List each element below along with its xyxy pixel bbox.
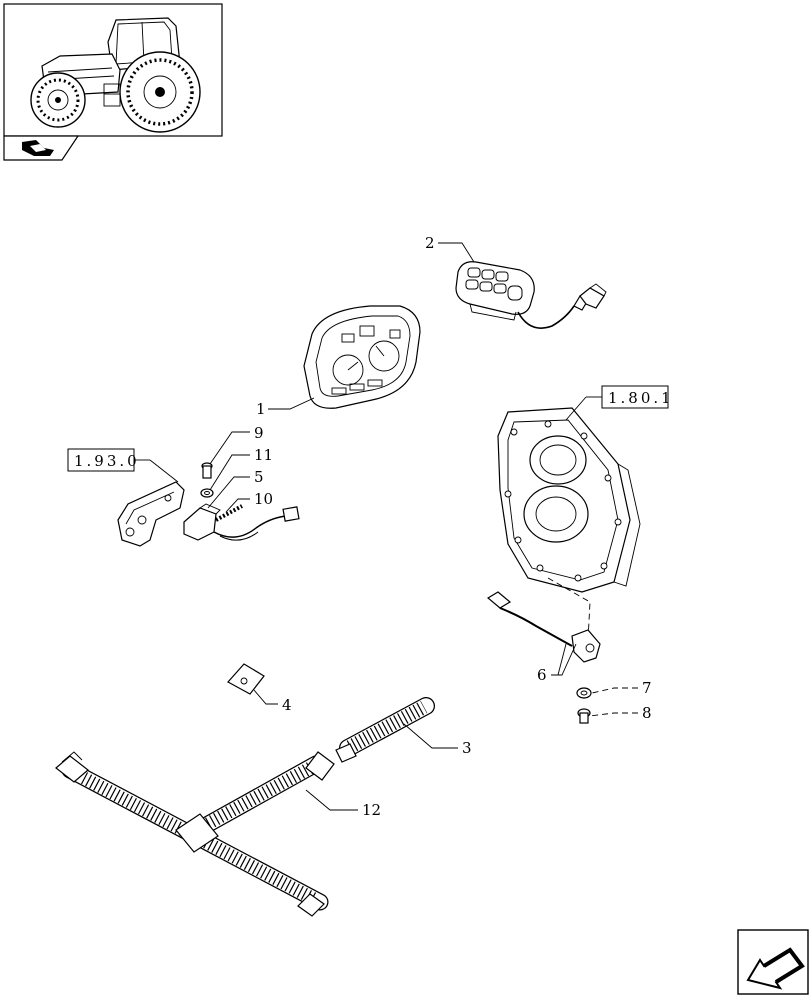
part-washer-11 [200,488,214,498]
callout-4: 4 [282,696,292,714]
book-icon [22,140,54,156]
callout-7: 7 [642,679,652,697]
section-tab[interactable] [3,135,80,161]
tractor-icon [30,17,201,133]
callout-1: 1 [256,400,266,418]
callout-2: 2 [425,234,435,252]
part-wiring-10 [213,506,300,541]
part-bolt-9 [201,462,213,479]
part-harness-12 [55,751,335,917]
part-instrument-cluster [303,305,421,409]
reference-box-1-80-1[interactable]: 1.80.1 [601,385,674,409]
arrow-icon [746,947,805,990]
part-washer-7 [576,687,592,699]
next-page-button[interactable] [737,929,809,995]
part-sensor-5 [183,503,243,541]
callout-11: 11 [254,446,273,464]
part-screw-8 [577,708,591,724]
callout-5: 5 [254,468,264,486]
part-conduit-3 [335,697,435,763]
callout-10: 10 [254,490,273,508]
callout-9: 9 [254,424,264,442]
part-switch-module [455,261,607,329]
part-plate-4 [227,663,265,695]
callout-12: 12 [362,801,381,819]
part-transmission-housing [497,407,641,593]
callout-8: 8 [642,704,652,722]
reference-box-1-93-0[interactable]: 1.93.0 [67,448,140,472]
tractor-thumbnail [3,3,223,137]
reference-label: 1.93.0 [74,452,140,470]
callout-6: 6 [537,666,547,684]
callout-3: 3 [462,739,472,757]
part-speed-sensor [486,591,601,663]
part-bracket [117,481,185,547]
reference-label: 1.80.1 [608,389,674,407]
